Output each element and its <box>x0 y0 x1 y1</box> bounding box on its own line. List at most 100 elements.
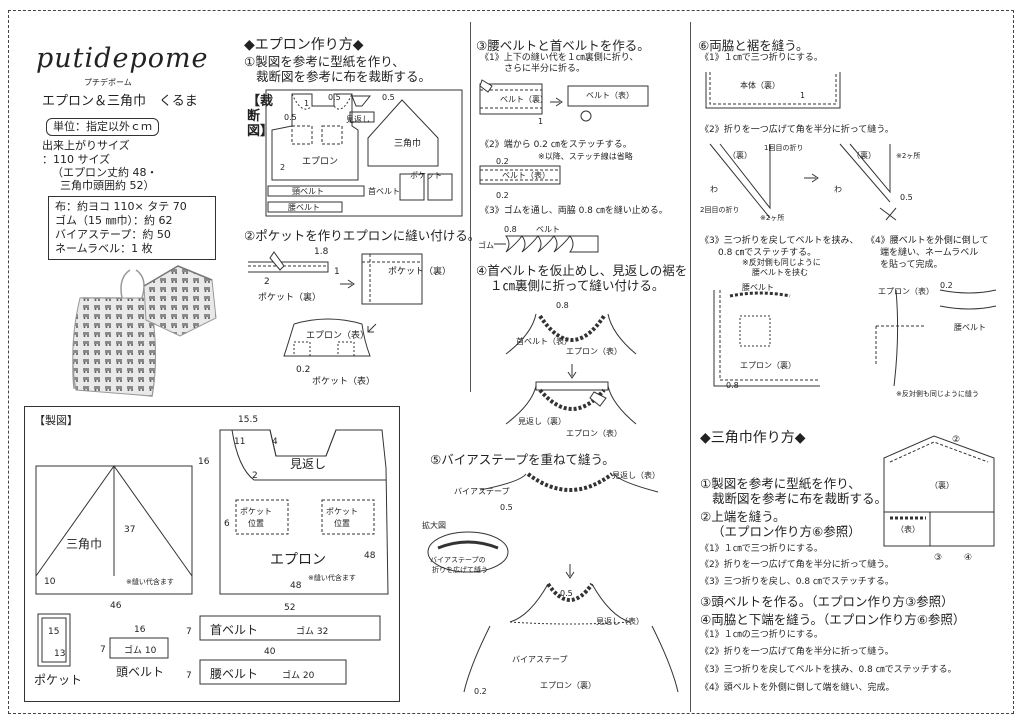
s3-belt-omote2: ベルト（表） <box>502 170 550 180</box>
dashed-border <box>8 10 1014 714</box>
materials-box: 布：約ヨコ 110× タテ 70 ゴム（15 ㎜巾）：約 62 バイアステープ：… <box>48 196 216 260</box>
seizu-n6: 6 <box>224 519 230 529</box>
cut-pocket: ポケット <box>410 171 442 180</box>
s3-belt: ベルト <box>536 225 560 234</box>
apron-step6-4a: 《4》腰ベルトを外側に倒して <box>866 236 989 246</box>
s5-mihaeshi-omote2: 見返し（表） <box>596 616 644 626</box>
step6-1-diagram: 本体（裏） 1 <box>705 72 841 109</box>
s4-kubi-omote: 首ベルト（表） <box>516 336 572 346</box>
sk-s2-2: 《2》折りを一つ広げて角を半分に折って縫う。 <box>700 560 894 570</box>
cut-kubi: 頸ベルト <box>292 187 324 196</box>
material-fabric: 布：約ヨコ 110× タテ 70 <box>55 200 187 213</box>
step3-3-diagram: 0.8 ベルト ゴム <box>478 225 599 253</box>
s3-n02a: 0.2 <box>496 158 509 166</box>
sk-s2-1: 《1》１㎝で三つ折りにする。 <box>700 544 823 554</box>
cut-n05c: 0.5 <box>382 93 395 102</box>
material-bias: バイアステープ：約 50 <box>55 228 171 241</box>
s4-mihaeshi-ura: 見返し（裏） <box>518 416 566 426</box>
seizu-pocket-ichi: ポケット <box>240 507 272 516</box>
seizu-label: 【製図】 <box>34 414 78 427</box>
seizu-n7c: 7 <box>186 671 192 681</box>
s3-gomu: ゴム <box>478 240 494 250</box>
s2-pocket-ura2: ポケット（裏） <box>388 265 451 277</box>
seizu-n16b: 16 <box>134 625 146 635</box>
seizu-n7: 7 <box>100 645 106 655</box>
cut-apron: エプロン <box>302 156 338 167</box>
cut-mihaeshi: 見返し <box>346 115 370 124</box>
apron-step6-2: 《2》折りを一つ広げて角を半分に折って縫う。 <box>700 125 894 135</box>
seizu-gomu10: ゴム 10 <box>124 644 157 656</box>
sk-s4-3: 《3》三つ折りを戻してベルトを挟み、0.8 ㎝でステッチする。 <box>700 665 957 675</box>
seizu-kubi-belt: 頭ベルト <box>116 665 164 679</box>
column-divider <box>470 22 471 392</box>
seizu-n155: 15.5 <box>238 415 258 425</box>
sk-fig-omote: （表） <box>896 524 920 534</box>
sk-c4: ④ <box>964 553 972 563</box>
seizu-n48: 48 <box>364 551 376 561</box>
seizu-pocket13: 13 <box>54 649 65 659</box>
cut-koshi: 腰ベルト <box>288 203 320 212</box>
seizu-ichi2: 位置 <box>334 518 350 528</box>
apron-step4a: ④首ベルトを仮止めし、見返しの裾を <box>476 263 688 278</box>
seizu-sankaku: 三角巾 <box>66 537 102 551</box>
seizu-nui2: ※縫い代含ます <box>308 573 356 582</box>
s3-n02b: 0.2 <box>496 191 509 200</box>
cut-n2: 2 <box>280 163 285 172</box>
cut-kubi2: 首ベルト <box>368 186 400 196</box>
apron-step3: ③腰ベルトと首ベルトを作る。 <box>476 38 650 53</box>
cut-sankaku: 三角巾 <box>394 137 421 149</box>
seizu-box <box>24 406 400 702</box>
s6-wa2: わ <box>834 185 842 194</box>
s6-n08: 0.8 <box>726 381 739 390</box>
s6-kasho2: ※2ヶ所 <box>896 151 920 160</box>
apron-step1b: 裁断図を参考に布を裁断する。 <box>256 69 432 84</box>
seizu-nui: ※縫い代含ます <box>126 577 174 586</box>
page-title: エプロン＆三角巾 くるま <box>42 94 198 109</box>
s6-hontai-ura: 本体（裏） <box>740 80 780 90</box>
apron-step6-4b: 端を縫い、ネームラベル <box>880 248 979 258</box>
apron-step1a: ①製図を参考に型紙を作り、 <box>244 54 405 69</box>
apron-step6-1: 《1》１㎝で三つ折りにする。 <box>700 53 823 63</box>
sk-c2: ② <box>952 435 960 445</box>
size-line4: 三角巾頭囲約 52） <box>60 179 155 192</box>
s5-bias2: バイアステープ <box>512 655 568 664</box>
seizu-n2: 2 <box>252 471 258 481</box>
apron-step4b: １㎝裏側に折って縫い付ける。 <box>490 278 665 293</box>
step4-diagram: 0.8 首ベルト（表） エプロン（表） 見返し（裏） エプロン（表） <box>505 301 637 438</box>
sk-s4-2: 《2》折りを一つ広げて角を半分に折って縫う。 <box>700 647 894 657</box>
s2-n02: 0.2 <box>296 365 310 375</box>
step5-diagram: 見返し（表） バイアステープ 0.5 拡大図 バイアステープの 折りを広げて縫う… <box>422 470 679 696</box>
unit-badge: 単位：指定以外ｃｍ <box>46 118 159 136</box>
s3-n1: 1 <box>538 117 543 126</box>
s5-n05b: 0.5 <box>560 589 573 598</box>
cut-n05b: 0.5 <box>328 93 341 102</box>
apron-step6-3d: 腰ベルトを挟む <box>752 268 808 277</box>
seizu-gomu32: ゴム 32 <box>296 625 328 637</box>
cut-n1: 1 <box>304 99 309 108</box>
seizu-n46: 46 <box>110 601 122 611</box>
seizu-kubi: 首ベルト <box>210 623 258 637</box>
s5-apron-ura: エプロン（裏） <box>540 680 596 690</box>
s6-fold2: 2回目の折り <box>700 205 739 214</box>
apron-step6: ⑥両脇と裾を縫う。 <box>698 38 809 53</box>
column-divider-right <box>690 22 691 712</box>
s6-kasho: ※2ヶ所 <box>760 213 784 222</box>
s5-bias-note2: 折りを広げて縫う <box>432 565 488 574</box>
s6-fold1: 1回目の折り <box>764 143 803 152</box>
sk-s3: ③頭ベルトを作る。（エプロン作り方③参照） <box>700 594 954 609</box>
s2-pocket-omote: ポケット（表） <box>312 375 375 387</box>
s6-apron-omote: エプロン（表） <box>878 286 934 296</box>
s4-apron-omote2: エプロン（表） <box>566 428 622 438</box>
seizu-n52: 52 <box>284 603 295 613</box>
s5-kakudai: 拡大図 <box>422 520 446 530</box>
seizu-pocket: ポケット <box>34 673 82 687</box>
s5-mihaeshi-omote: 見返し（表） <box>612 470 660 480</box>
seizu-pocket15: 15 <box>48 627 59 637</box>
size-line2: ：110 サイズ <box>42 153 111 166</box>
apron-step6-4c: を貼って完成。 <box>880 260 943 270</box>
sk-s4: ④両脇と下端を縫う。（エプロン作り方⑥参照） <box>700 612 966 627</box>
seizu-diagram: 37 三角巾 10 ※縫い代含ます 46 15.5 11 16 4 2 見返し … <box>34 415 389 687</box>
seizu-n7b: 7 <box>186 627 192 637</box>
s2-n18: 1.8 <box>314 247 329 257</box>
s5-n05: 0.5 <box>500 503 513 512</box>
